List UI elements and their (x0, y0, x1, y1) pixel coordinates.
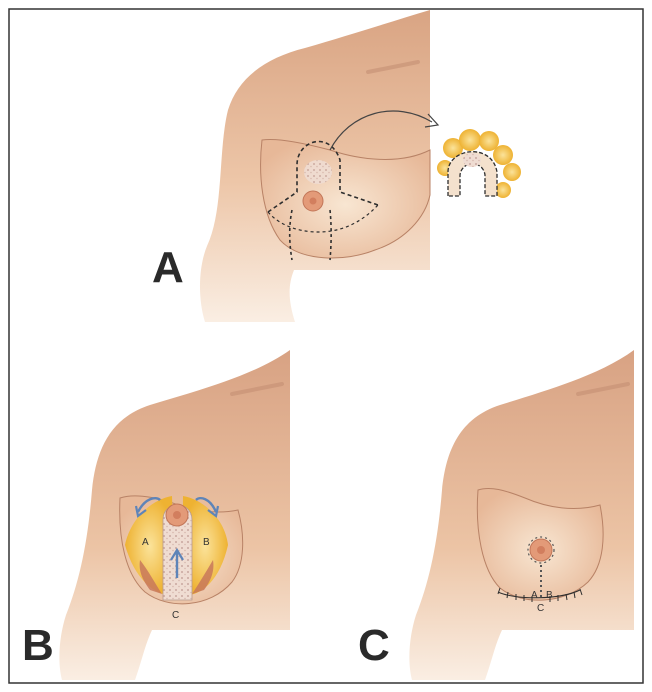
panel-b-point-c: C (172, 610, 179, 621)
panel-a-gland-tissue (304, 160, 332, 184)
panel-b-label: B (22, 621, 54, 670)
panel-c-point-c: C (537, 603, 544, 614)
panel-c-point-a: A (531, 590, 538, 601)
panel-c-label: C (358, 621, 390, 670)
panel-b-point-a: A (142, 537, 149, 548)
panel-b-point-b: B (203, 537, 210, 548)
panel-c-point-b: B (546, 590, 553, 601)
panel-b-nipple (173, 511, 181, 519)
panel-a-label: A (152, 243, 184, 292)
panel-a-nipple (310, 198, 317, 205)
panel-c-nipple (537, 546, 545, 554)
